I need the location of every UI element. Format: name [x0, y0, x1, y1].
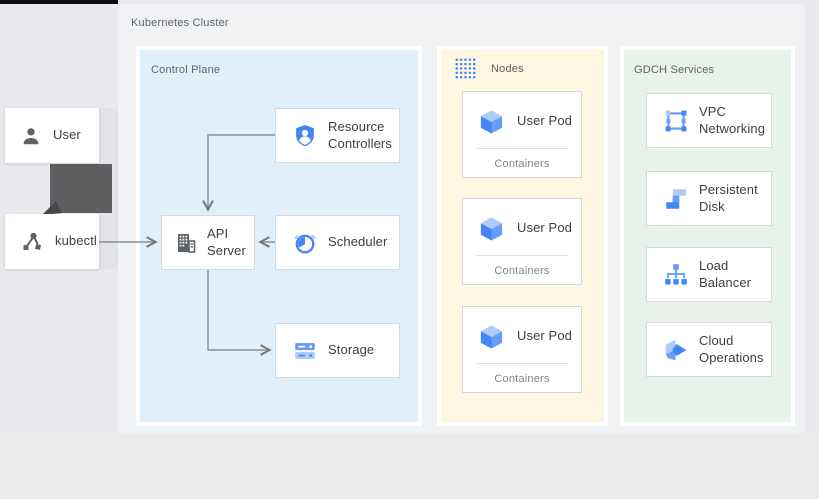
person-icon	[20, 125, 42, 147]
kubectl-label: kubectl	[55, 233, 97, 249]
nodes-header: Nodes	[455, 58, 524, 79]
gdch-services-label: GDCH Services	[634, 64, 715, 76]
box-label: Cloud Operations	[699, 332, 764, 365]
alarm-clock-icon	[292, 230, 318, 256]
user-pod-box: User Pod Containers	[462, 198, 582, 285]
box-label: Scheduler	[328, 234, 388, 250]
box-label: API Server	[207, 225, 246, 258]
nodes-label: Nodes	[491, 62, 524, 75]
dot-grid-icon	[455, 58, 476, 79]
box-label: Persistent Disk	[699, 181, 758, 214]
api-server-box: API Server	[161, 215, 255, 270]
actor-backdrop-strip	[99, 108, 118, 269]
control-plane-label: Control Plane	[151, 64, 221, 76]
pod-label: User Pod	[517, 328, 572, 344]
persistent-disk-icon	[663, 186, 689, 212]
box-label: Load Balancer	[699, 257, 752, 290]
containers-label: Containers	[494, 373, 550, 385]
containers-label: Containers	[494, 265, 550, 277]
load-balancer-icon	[663, 262, 689, 288]
box-label: VPC Networking	[699, 103, 766, 136]
load-balancer-box: Load Balancer	[646, 247, 772, 302]
resource-controllers-box: Resource Controllers	[275, 108, 400, 163]
pod-cube-icon	[478, 108, 505, 135]
building-grid-icon	[174, 231, 198, 255]
user-label: User	[53, 127, 81, 143]
pod-label: User Pod	[517, 220, 572, 236]
divider	[476, 148, 568, 149]
box-label: Storage	[328, 342, 375, 358]
kubernetes-cluster-label: Kubernetes Cluster	[131, 17, 229, 29]
persistent-disk-box: Persistent Disk	[646, 171, 772, 226]
kubectl-box: kubectl	[5, 214, 99, 269]
kubectl-graph-icon	[20, 230, 44, 254]
server-stack-icon	[292, 338, 318, 364]
box-label: Resource Controllers	[328, 118, 392, 151]
containers-label: Containers	[494, 158, 550, 170]
user-box: User	[5, 108, 99, 163]
divider	[476, 363, 568, 364]
pod-label: User Pod	[517, 113, 572, 129]
pod-cube-icon	[478, 323, 505, 350]
scheduler-box: Scheduler	[275, 215, 400, 270]
cloud-operations-box: Cloud Operations	[646, 322, 772, 377]
storage-box: Storage	[275, 323, 400, 378]
user-pod-box: User Pod Containers	[462, 306, 582, 393]
vpc-networking-box: VPC Networking	[646, 93, 772, 148]
vpc-network-icon	[663, 108, 689, 134]
pod-cube-icon	[478, 215, 505, 242]
divider	[476, 255, 568, 256]
cloud-operations-icon	[663, 337, 689, 363]
user-pod-box: User Pod Containers	[462, 91, 582, 178]
shield-person-icon	[292, 123, 318, 149]
screen-edge-bar	[0, 0, 118, 4]
